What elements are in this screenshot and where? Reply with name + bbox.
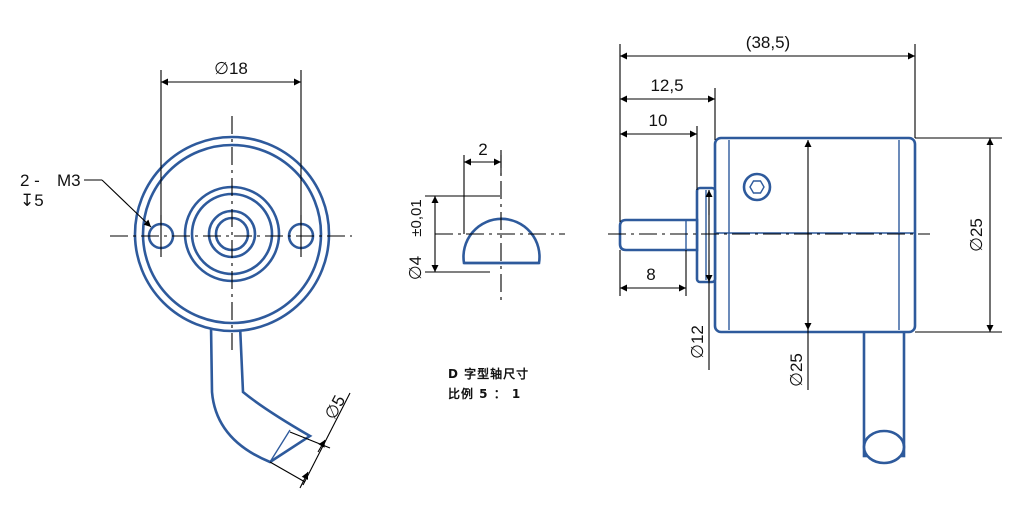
cable-arrow-2 bbox=[299, 471, 309, 489]
detail-caption-line2: 比例 5 ： 1 bbox=[448, 386, 521, 401]
housing-inner-circle bbox=[141, 143, 323, 325]
cable-diameter-label: ∅5 bbox=[321, 392, 349, 422]
detail-caption-line1: D 字型轴尺寸 bbox=[448, 366, 529, 381]
shaft-flat-label: 8 bbox=[646, 265, 655, 284]
shaft-tolerance-label: ±0,01 bbox=[408, 199, 425, 236]
cable-arrow-1 bbox=[317, 439, 326, 453]
cable-ext-2 bbox=[269, 461, 306, 483]
side-cable-end bbox=[862, 429, 906, 465]
tapped-holes-thread: M3 bbox=[57, 171, 81, 190]
set-screw-circle bbox=[742, 172, 772, 202]
shaft-length-label: 10 bbox=[649, 111, 668, 130]
holes-leader bbox=[101, 179, 152, 228]
flange-diameter-label: ∅18 bbox=[214, 59, 248, 78]
cable-end-line bbox=[269, 429, 291, 463]
tapped-holes-depth: ↧5 bbox=[20, 191, 44, 210]
front-view: ∅18 2 - M3 ↧5 ∅5 bbox=[20, 59, 352, 489]
set-screw-hex bbox=[749, 180, 765, 194]
flat-width-label: 2 bbox=[478, 140, 487, 159]
body-diameter-label: ∅25 bbox=[787, 353, 806, 387]
tapped-holes-count: 2 - bbox=[20, 171, 40, 190]
shaft bbox=[618, 218, 699, 252]
shaft-diameter-label: ∅4 bbox=[406, 256, 425, 280]
d-shaft-profile bbox=[462, 217, 541, 265]
shaft-detail: 2 ∅4 ±0,01 D 字型轴尺寸 比例 5 ： 1 bbox=[406, 140, 565, 401]
overall-length-label: (38,5) bbox=[746, 33, 790, 52]
body-height-label: ∅25 bbox=[967, 218, 986, 252]
cable bbox=[209, 323, 313, 464]
shaft-to-flange-label: 12,5 bbox=[650, 76, 683, 95]
side-view: (38,5) 12,5 10 8 ∅12 ∅25 ∅25 bbox=[608, 33, 1002, 465]
flange-diameter-side-label: ∅12 bbox=[688, 325, 707, 359]
encoder-body bbox=[713, 136, 917, 334]
cable-dim-line bbox=[302, 392, 351, 486]
